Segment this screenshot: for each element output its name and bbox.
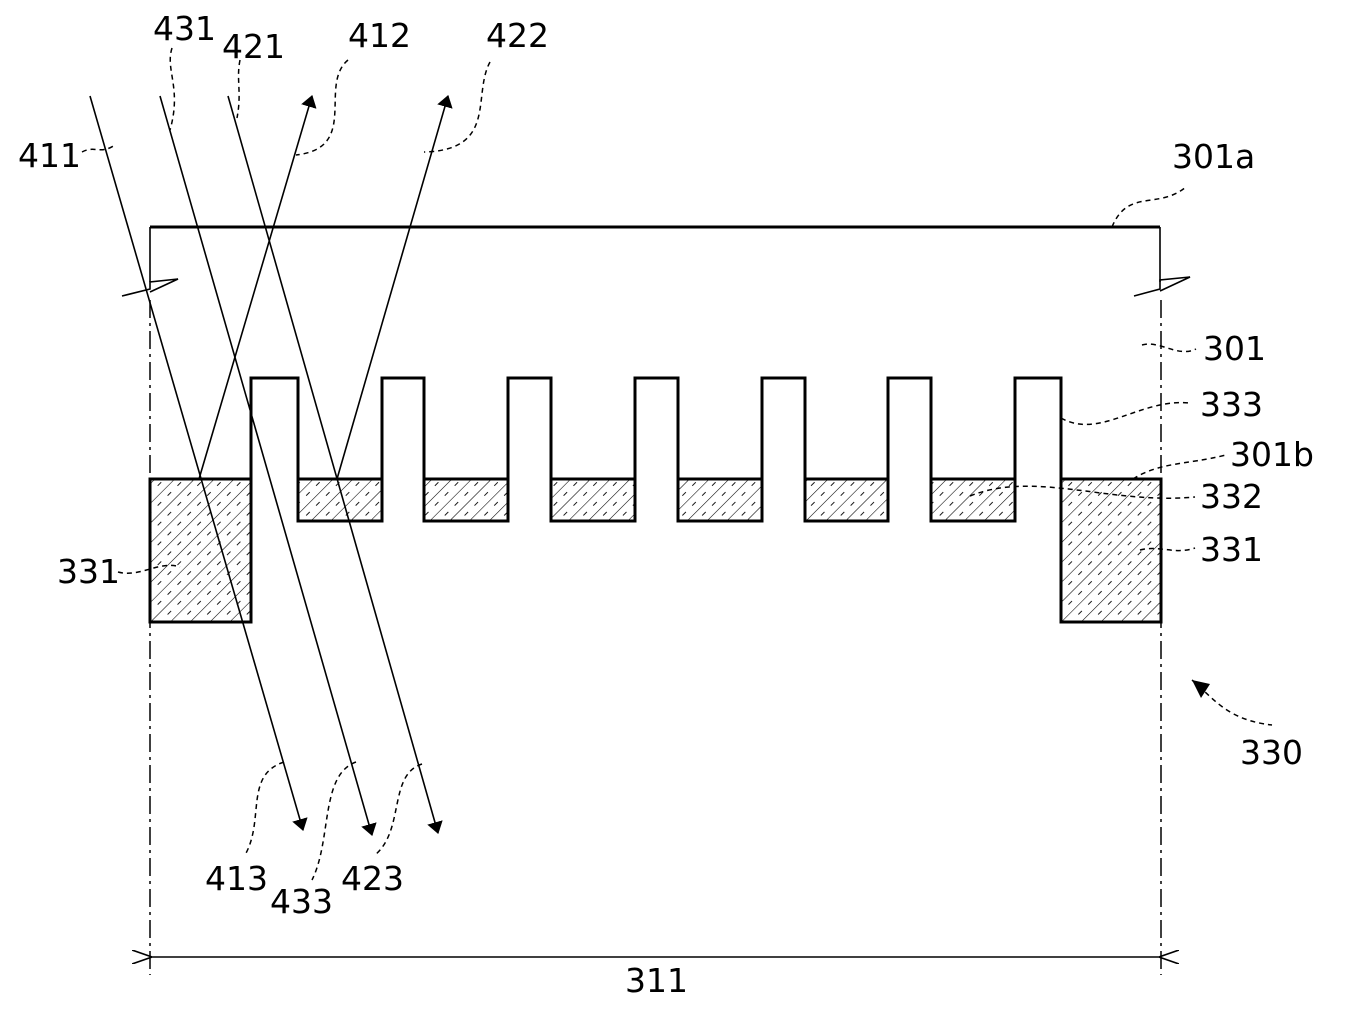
ray-422 [337, 96, 448, 479]
filler-332-4 [678, 479, 762, 521]
label-413: 413 [205, 859, 268, 898]
leader-301b [1133, 455, 1226, 479]
filler-332-2 [424, 479, 508, 521]
arrow-330 [1192, 680, 1210, 698]
break-mark-right [1134, 277, 1190, 296]
label-301: 301 [1203, 329, 1266, 368]
ray-412 [199, 96, 312, 479]
label-330: 330 [1240, 733, 1303, 772]
label-411: 411 [18, 136, 81, 175]
label-422: 422 [486, 16, 549, 55]
label-331-left: 331 [57, 552, 120, 591]
label-301a: 301a [1172, 137, 1255, 176]
filler-332-3 [551, 479, 635, 521]
label-331-right: 331 [1200, 530, 1263, 569]
leader-301a [1112, 187, 1186, 227]
break-mark-left [122, 279, 178, 296]
label-333: 333 [1200, 385, 1263, 424]
label-412: 412 [348, 16, 411, 55]
leader-411 [82, 145, 115, 152]
leader-301 [1142, 344, 1196, 351]
absorber-331-right [1061, 479, 1161, 622]
leader-412 [296, 60, 348, 155]
label-311: 311 [625, 961, 688, 1000]
filler-332-5 [805, 479, 888, 521]
grating-profile-333 [150, 378, 1161, 479]
ray-411-413 [90, 96, 303, 830]
filler-332-6 [931, 479, 1015, 521]
leader-423 [375, 764, 422, 855]
leader-421 [237, 60, 240, 118]
label-301b: 301b [1230, 435, 1314, 474]
label-423: 423 [341, 859, 404, 898]
leader-431 [170, 48, 174, 130]
label-431: 431 [153, 9, 216, 48]
leader-413 [245, 762, 284, 855]
label-421: 421 [222, 27, 285, 66]
ray-421-423 [228, 96, 438, 833]
label-332: 332 [1200, 477, 1263, 516]
filler-332-1 [298, 479, 382, 521]
label-433: 433 [270, 882, 333, 921]
leader-422 [424, 62, 490, 152]
leader-333 [1061, 403, 1190, 425]
